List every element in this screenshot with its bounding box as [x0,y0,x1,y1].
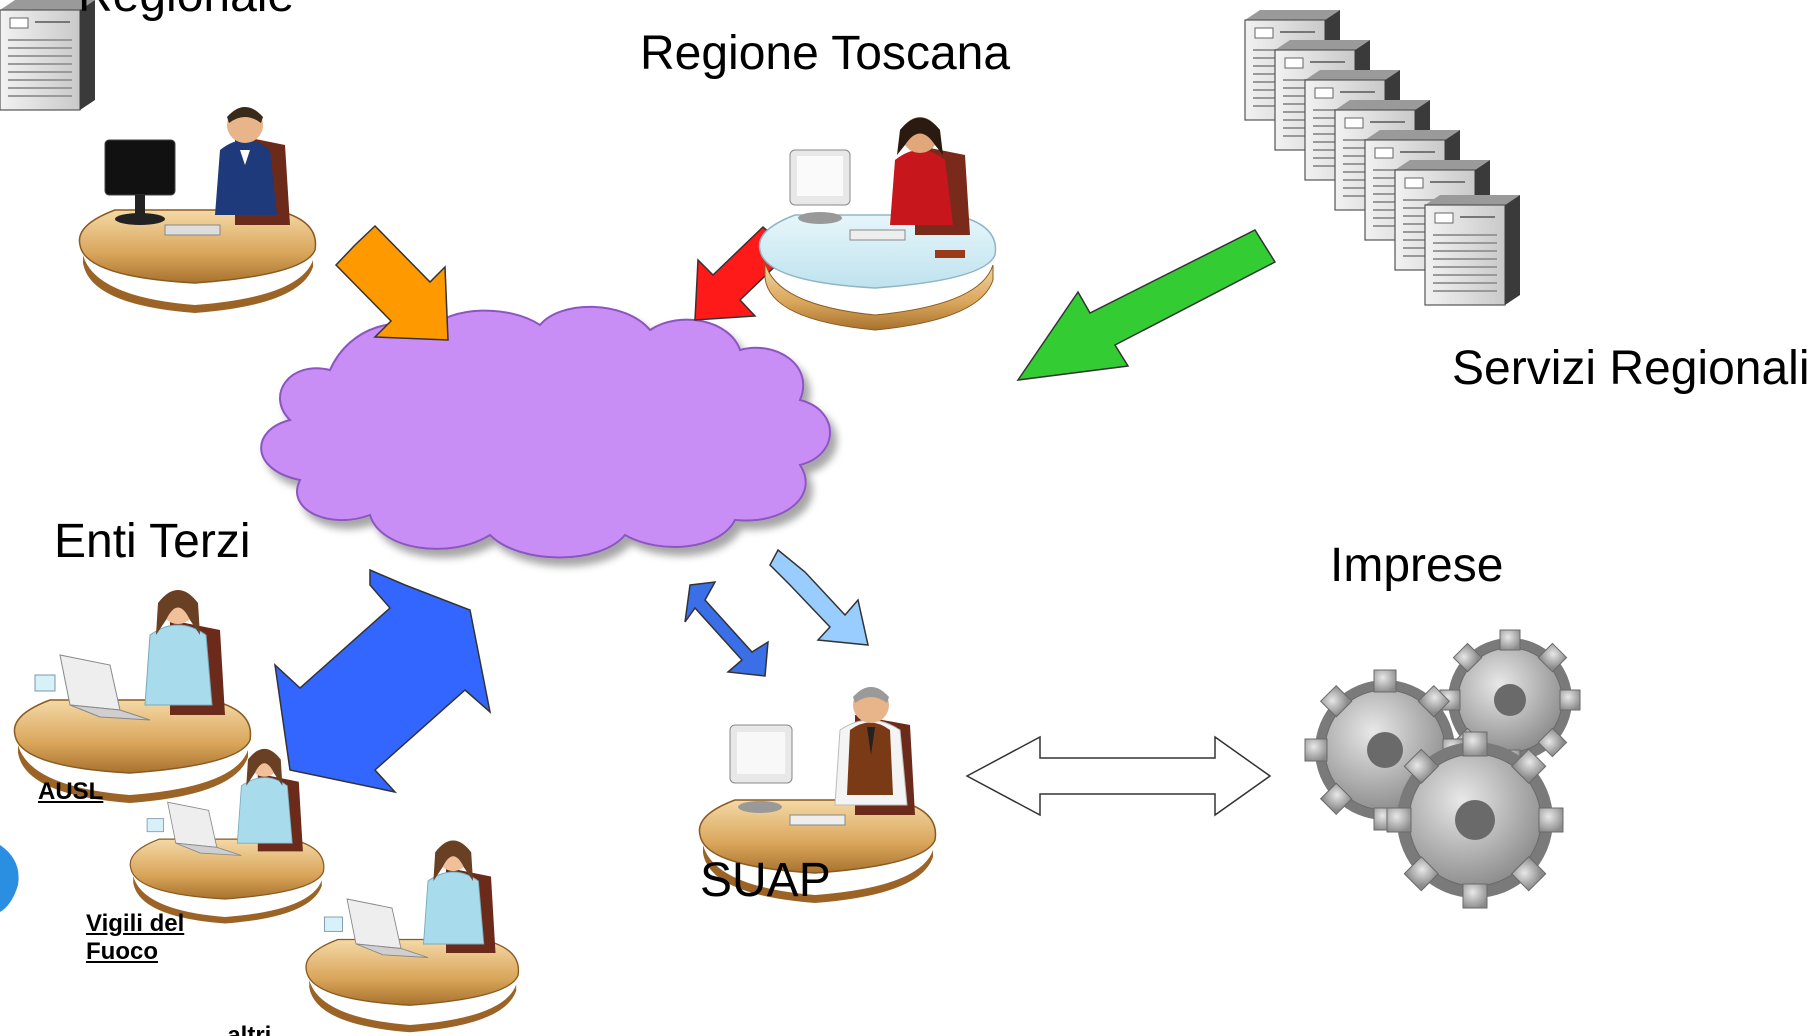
label-altri: ……..altri [166,1022,272,1036]
user-suap-icon [698,687,937,904]
label-imprese: Imprese [1330,539,1504,592]
arrow-orange [334,224,449,341]
cloud-icon [260,305,831,559]
server-stack-icon [0,0,1521,306]
arrow-blue-double [273,568,492,794]
user-top-left-icon [78,107,317,314]
label-regione-toscana: Regione Toscana [640,27,1011,80]
label-suap: SUAP [700,854,831,907]
label-ausl: AUSL [38,778,104,805]
arrow-green [1016,229,1277,381]
user-ausl-icon [13,590,252,804]
user-regione-icon [758,117,997,331]
arrow-white-double [965,735,1272,817]
label-partial-top: Regionale [78,0,294,20]
label-vigili-line1: Vigili del [86,910,185,937]
arrow-light-blue [769,548,869,646]
label-enti-terzi: Enti Terzi [54,515,251,568]
label-servizi-regionali: Servizi Regionali [1452,342,1810,395]
arrow-mid-blue-double [684,581,769,677]
label-vigili-line2: Fuoco [86,938,158,965]
user-altri-icon [305,840,520,1033]
gears-icon [1304,629,1581,909]
user-vigili-icon [129,748,325,925]
edge-fragment-icon [0,845,19,912]
